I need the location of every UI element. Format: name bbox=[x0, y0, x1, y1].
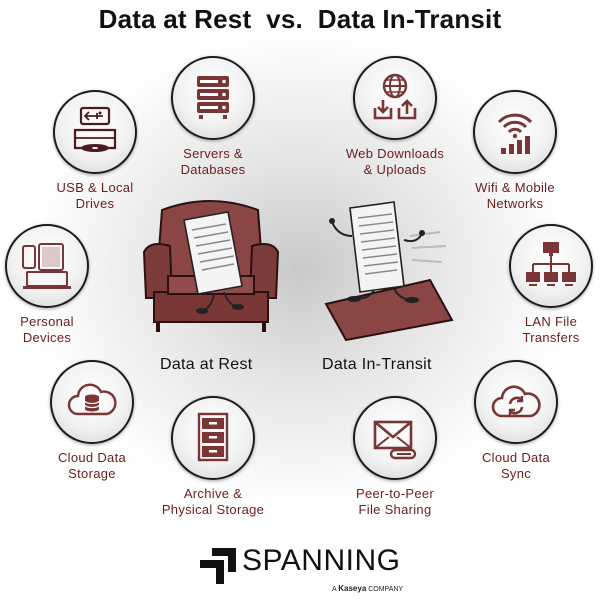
node-label: Cloud Data Storage bbox=[57, 450, 127, 481]
node-label: USB & Local Drives bbox=[56, 180, 134, 211]
node-wifi-mobile-networks: Wifi & Mobile Networks bbox=[440, 90, 590, 212]
node-label: Personal Devices bbox=[20, 314, 74, 345]
node-cloud-data-sync: Cloud Data Sync bbox=[441, 360, 591, 482]
kaseya-company-tagline: A Kaseya COMPANY bbox=[332, 584, 404, 593]
node-usb-local-drives: USB & Local Drives bbox=[20, 90, 170, 212]
node-label: Servers & Databases bbox=[180, 146, 246, 177]
page-title: Data at Rest vs. Data In-Transit bbox=[98, 4, 502, 34]
node-cloud-data-storage: Cloud Data Storage bbox=[17, 360, 167, 482]
globe-download-upload-icon bbox=[373, 73, 417, 120]
node-peer-to-peer-file-sharing: Peer-to-Peer File Sharing bbox=[320, 396, 470, 518]
data-at-rest-label: Data at Rest bbox=[160, 356, 253, 373]
walking-document-illustration bbox=[324, 201, 454, 342]
node-label: Peer-to-Peer File Sharing bbox=[355, 486, 435, 517]
node-label: Cloud Data Sync bbox=[481, 450, 551, 481]
node-label: Wifi & Mobile Networks bbox=[475, 180, 555, 211]
devices-icon bbox=[22, 243, 71, 289]
spanning-wordmark: SPANNING bbox=[242, 544, 401, 577]
node-label: Archive & Physical Storage bbox=[161, 486, 265, 517]
usb-drive-icon bbox=[73, 106, 117, 152]
cloud-database-icon bbox=[67, 383, 117, 416]
cloud-sync-icon bbox=[491, 385, 541, 418]
node-lan-file-transfers: LAN File Transfers bbox=[476, 224, 600, 346]
spanning-logo-mark bbox=[200, 548, 236, 584]
data-in-transit-label: Data In-Transit bbox=[322, 356, 432, 373]
node-label: LAN File Transfers bbox=[522, 314, 580, 345]
node-servers-databases: Servers & Databases bbox=[138, 56, 288, 178]
node-label: Web Downloads & Uploads bbox=[345, 146, 445, 177]
node-archive-physical-storage: Archive & Physical Storage bbox=[138, 396, 288, 518]
spanning-logo: SPANNING A Kaseya COMPANY bbox=[198, 540, 408, 596]
node-personal-devices: Personal Devices bbox=[0, 224, 122, 346]
envelope-attachment-icon bbox=[373, 420, 417, 460]
server-rack-icon bbox=[197, 76, 229, 119]
wifi-signal-icon bbox=[497, 113, 533, 154]
armchair-document-illustration bbox=[142, 200, 280, 332]
node-web-downloads-uploads: Web Downloads & Uploads bbox=[320, 56, 470, 178]
network-computers-icon bbox=[526, 242, 576, 286]
filing-cabinet-icon bbox=[197, 412, 229, 462]
